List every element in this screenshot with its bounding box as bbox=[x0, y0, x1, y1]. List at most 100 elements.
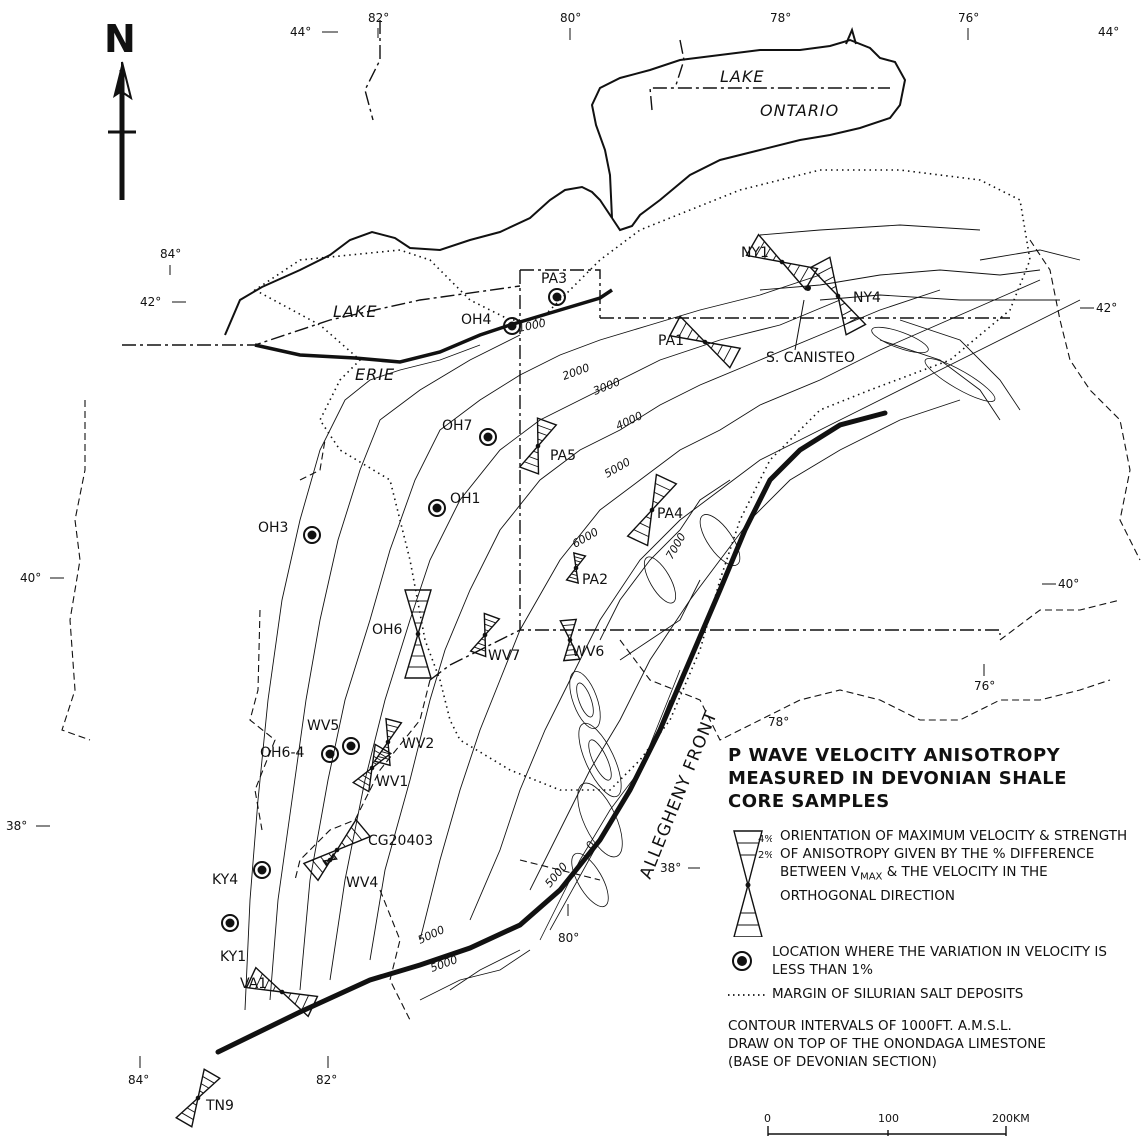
contour-label-7000: 7000 bbox=[663, 531, 688, 562]
legend-notes: CONTOUR INTERVALS OF 1000FT. A.M.S.L. DR… bbox=[728, 1017, 1138, 1071]
lon-78-top: 78° bbox=[770, 11, 791, 25]
state-boundaries bbox=[122, 20, 1010, 681]
legend-item-circle: LOCATION WHERE THE VARIATION IN VELOCITY… bbox=[728, 943, 1138, 979]
lat-42-left: 42° bbox=[140, 295, 161, 309]
site-label-pa5: PA5 bbox=[550, 448, 576, 464]
site-label-oh1: OH1 bbox=[450, 491, 480, 507]
lat-40-right: 40° bbox=[1058, 577, 1079, 591]
site-label-oh7: OH7 bbox=[442, 418, 472, 434]
bowtie-icon bbox=[322, 852, 338, 868]
site-label-cg20403: CG20403 bbox=[368, 833, 433, 849]
anisotropy-site-oh6: OH6 bbox=[372, 589, 432, 679]
lon-84-bottom: 84° bbox=[128, 1073, 149, 1087]
legend: P WAVE VELOCITY ANISOTROPY MEASURED IN D… bbox=[728, 744, 1138, 1071]
site-label-oh6: OH6 bbox=[372, 622, 403, 638]
bowtie-icon bbox=[565, 551, 587, 585]
circle-site-pa3: PA3 bbox=[541, 271, 567, 306]
county-boundaries bbox=[61, 239, 1141, 1021]
allegheny-front-label: ALLEGHENY FRONT bbox=[636, 708, 722, 882]
circle-site-oh3: OH3 bbox=[258, 520, 321, 544]
contour-label-1000: 1000 bbox=[517, 316, 547, 335]
lon-76-top: 76° bbox=[958, 11, 979, 25]
anisotropy-site-cg20403: CG20403 bbox=[302, 818, 433, 882]
circle-site-oh4: OH4 bbox=[461, 312, 521, 335]
bowtie-icon bbox=[668, 315, 742, 369]
site-label-ky4: KY4 bbox=[212, 872, 238, 888]
lake-ontario-shoreline bbox=[590, 27, 907, 232]
site-label-ky1: KY1 bbox=[220, 949, 246, 965]
scale-tick-0: 0 bbox=[764, 1112, 771, 1125]
site-label-wv2: WV2 bbox=[402, 736, 434, 752]
site-label-ny4: NY4 bbox=[853, 290, 881, 306]
site-label-ny1: NY1 bbox=[741, 245, 769, 261]
anisotropy-site-pa2: PA2 bbox=[565, 551, 608, 588]
lat-40-left: 40° bbox=[20, 571, 41, 585]
legend-item1-sub: MAX bbox=[860, 871, 883, 883]
lon-80-top: 80° bbox=[560, 11, 581, 25]
legend-item1-text: ORIENTATION OF MAXIMUM VELOCITY & STRENG… bbox=[780, 828, 1128, 880]
site-label-pa3: PA3 bbox=[541, 271, 567, 287]
anisotropy-site-pa1: PA1 bbox=[658, 315, 742, 369]
legend-item-salt-text: MARGIN OF SILURIAN SALT DEPOSITS bbox=[772, 986, 1024, 1002]
circle-dot-icon bbox=[728, 943, 772, 979]
dotted-line-icon bbox=[728, 985, 772, 1003]
lon-82-bottom: 82° bbox=[316, 1073, 337, 1087]
legend-item-salt: MARGIN OF SILURIAN SALT DEPOSITS bbox=[728, 985, 1138, 1003]
anisotropy-site-ny1: NY1 bbox=[741, 233, 819, 291]
legend-note-2: DRAW ON TOP OF THE ONONDAGA LIMESTONE bbox=[728, 1036, 1046, 1052]
lon-84-upper: 84° bbox=[160, 247, 181, 261]
anisotropy-site-va1: VA1 bbox=[240, 966, 319, 1018]
anisotropy-site-wv1: WV1 bbox=[351, 743, 408, 793]
symbol-pct-4: 4% bbox=[758, 834, 772, 845]
anisotropy-site-tn9: TN9 bbox=[175, 1068, 234, 1128]
contour-label-5000-south: 5000 bbox=[416, 923, 447, 947]
lon-78-mid: 78° bbox=[768, 715, 789, 729]
bowtie-icon bbox=[175, 1068, 221, 1128]
bowtie-icon bbox=[245, 966, 319, 1018]
site-label-wv6: WV6 bbox=[572, 644, 604, 660]
anisotropy-symbol-icon: 4% 2% bbox=[728, 827, 774, 938]
contour-label-6000: 6000 bbox=[570, 525, 601, 550]
site-label-pa2: PA2 bbox=[582, 572, 608, 588]
bowtie-icon bbox=[559, 618, 581, 662]
circle-site-oh7: OH7 bbox=[442, 418, 497, 446]
circle-site-wv5: WV5 bbox=[307, 718, 360, 755]
symbol-pct-2: 2% bbox=[758, 850, 772, 861]
bowtie-icon bbox=[518, 417, 558, 475]
bowtie-icon bbox=[351, 743, 393, 793]
lat-38-mid: 38° bbox=[660, 861, 681, 875]
bowtie-icon bbox=[469, 612, 501, 658]
salt-margin bbox=[253, 169, 1031, 791]
circle-site-oh1: OH1 bbox=[428, 491, 480, 517]
site-label-tn9: TN9 bbox=[205, 1098, 234, 1114]
lake-erie-shoreline bbox=[224, 185, 613, 364]
site-label-wv4: WV4 bbox=[346, 875, 378, 891]
site-label-oh4: OH4 bbox=[461, 312, 492, 328]
legend-title: P WAVE VELOCITY ANISOTROPY MEASURED IN D… bbox=[728, 744, 1138, 813]
lat-44-left: 44° bbox=[290, 25, 311, 39]
legend-title-line3: CORE SAMPLES bbox=[728, 791, 890, 812]
lon-76-mid: 76° bbox=[974, 679, 995, 693]
legend-item-anisotropy-text: ORIENTATION OF MAXIMUM VELOCITY & STRENG… bbox=[772, 827, 1138, 905]
bowtie-icon bbox=[809, 256, 867, 336]
circle-site-oh6-4: OH6-4 bbox=[260, 745, 339, 763]
bowtie-icon bbox=[373, 717, 403, 767]
anisotropy-site-pa5: PA5 bbox=[518, 417, 576, 475]
anisotropy-site-ny4: NY4 bbox=[809, 256, 881, 336]
legend-item1-end: & THE VELOCITY IN THE ORTHOGONAL DIRECTI… bbox=[780, 864, 1048, 904]
anisotropy-site-wv4: WV4 bbox=[322, 852, 378, 891]
circle-site-ky1: KY1 bbox=[220, 914, 246, 965]
site-label-oh6-4: OH6-4 bbox=[260, 745, 305, 761]
lon-82-top: 82° bbox=[368, 11, 389, 25]
contour-label-3000: 3000 bbox=[591, 375, 622, 398]
lake-ontario-label-1: LAKE bbox=[720, 67, 764, 86]
scale-tick-100: 100 bbox=[878, 1112, 899, 1125]
scale-tick-200: 200KM bbox=[992, 1112, 1030, 1125]
site-label-va1: VA1 bbox=[240, 976, 267, 992]
contour-label-5000: 5000 bbox=[602, 455, 633, 480]
site-label-oh3: OH3 bbox=[258, 520, 288, 536]
legend-note-1: CONTOUR INTERVALS OF 1000FT. A.M.S.L. bbox=[728, 1018, 1012, 1034]
